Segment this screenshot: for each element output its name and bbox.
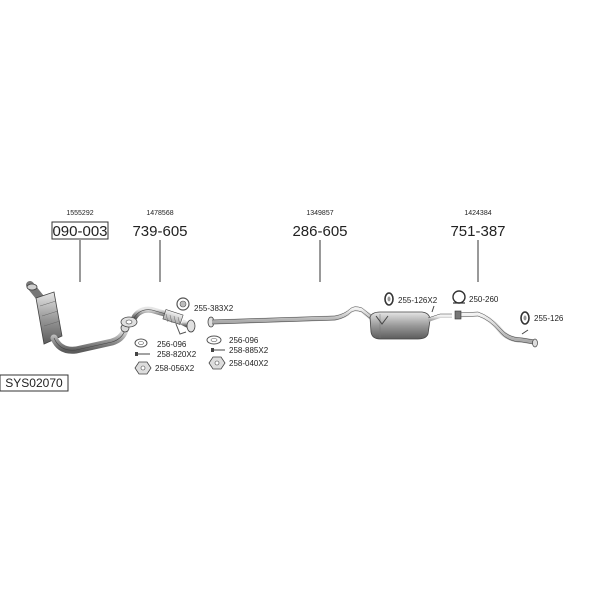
part-ref-1349857: 1349857 — [306, 210, 333, 217]
part-090-003[interactable]: 1555292 090-003 — [26, 210, 130, 354]
gasket-icon — [206, 335, 222, 345]
clamp-icon — [452, 290, 466, 304]
fitting-label: 256-096 — [229, 336, 259, 345]
front-pipe-drawing — [120, 306, 196, 335]
fitting-label: 258-056X2 — [155, 364, 195, 373]
part-number-box — [51, 221, 109, 240]
fitting-label: 258-820X2 — [157, 350, 197, 359]
fitting-label: 258-040X2 — [229, 359, 269, 368]
fitting-label: 258-885X2 — [229, 346, 269, 355]
rubber-mount-icon — [520, 311, 530, 325]
part-number-751-387: 751-387 — [450, 223, 505, 240]
bolt-icon — [135, 352, 150, 356]
part-number-739-605: 739-605 — [132, 223, 187, 240]
middle-silencer-drawing — [207, 305, 452, 340]
fitting-label: 255-383X2 — [194, 304, 234, 313]
rubber-mount-icon — [384, 292, 394, 306]
part-ref-1555292: 1555292 — [66, 210, 93, 217]
part-ref-1478568: 1478568 — [146, 210, 173, 217]
part-286-605[interactable]: 1349857 286-605 256-096 258-885 — [206, 210, 452, 370]
tail-pipe-drawing — [454, 310, 538, 348]
part-ref-1424384: 1424384 — [464, 210, 491, 217]
fitting-label: 255-126 — [534, 314, 564, 323]
part-number-090-003: 090-003 — [52, 223, 107, 240]
fitting-label: 250-260 — [469, 295, 499, 304]
part-number-286-605: 286-605 — [292, 223, 347, 240]
nut-icon — [208, 356, 226, 370]
catalytic-converter-drawing — [26, 281, 130, 354]
gasket-icon — [134, 338, 148, 348]
nut-icon — [134, 361, 152, 375]
system-code-label: SYS02070 — [0, 374, 69, 392]
fitting-label: 255-126X2 — [398, 296, 438, 305]
bolt-icon — [211, 348, 225, 352]
gasket-icon — [176, 297, 190, 311]
part-739-605[interactable]: 1478568 739-605 255-383X2 256-096 — [120, 210, 234, 375]
system-code: SYS02070 — [5, 376, 63, 390]
fitting-label: 256-096 — [157, 340, 187, 349]
part-751-387[interactable]: 1424384 751-387 255-126X2 250-260 255-12… — [384, 210, 564, 348]
